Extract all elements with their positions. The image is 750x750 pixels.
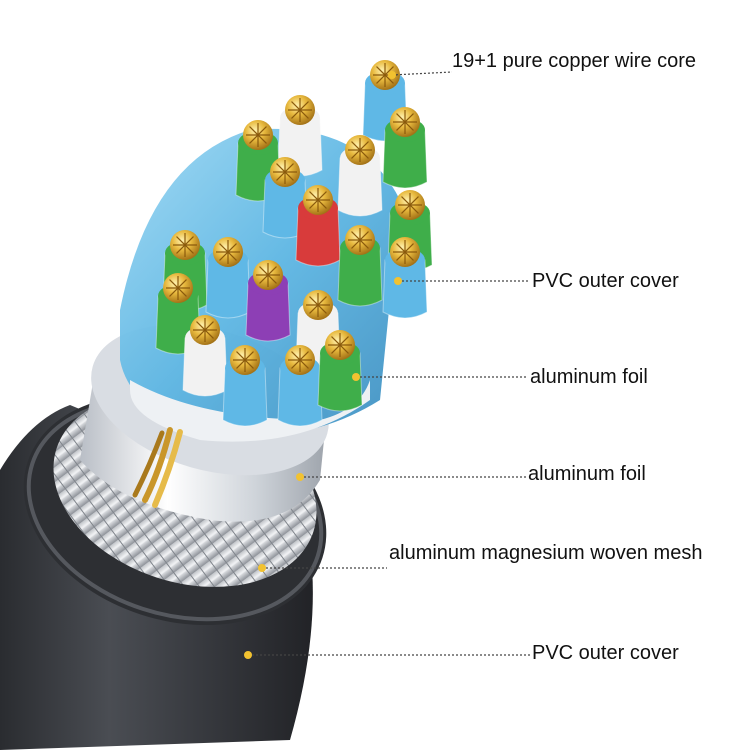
copper-strand-line (309, 296, 327, 314)
leader-dot (388, 71, 396, 79)
leader-dot (394, 277, 402, 285)
leader-dot (296, 473, 304, 481)
copper-strand-line (236, 351, 254, 369)
wire-core (155, 273, 201, 355)
wire-core (222, 345, 268, 427)
wire-core-insulation (222, 367, 268, 427)
label-inner-pvc-cover: PVC outer cover (532, 270, 679, 292)
copper-strand-line (396, 113, 414, 131)
copper-strand-line (309, 191, 327, 209)
leader-line (391, 71, 453, 76)
wire-core (262, 157, 308, 239)
wire-core-insulation (245, 282, 291, 342)
copper-strand-line (259, 266, 277, 284)
wire-core (277, 345, 323, 427)
leader-dot (352, 373, 360, 381)
label-woven-mesh: aluminum magnesium woven mesh (389, 542, 703, 564)
wire-core (337, 225, 383, 307)
label-outer-pvc-cover: PVC outer cover (532, 642, 679, 664)
copper-strand-line (351, 141, 369, 159)
leader-dot (244, 651, 252, 659)
copper-strand-line (196, 321, 214, 339)
wire-core (337, 135, 383, 217)
wire-core-insulation (382, 259, 428, 319)
label-copper-core: 19+1 pure copper wire core (452, 50, 697, 72)
wire-core (182, 315, 228, 397)
wire-core (245, 260, 291, 342)
wire-core (317, 330, 363, 412)
label-inner-aluminum-foil: aluminum foil (530, 366, 648, 388)
copper-strand-line (219, 243, 237, 261)
copper-strand-line (176, 236, 194, 254)
copper-strand-line (396, 243, 414, 261)
label-outer-aluminum-foil: aluminum foil (528, 463, 646, 485)
wire-core (382, 237, 428, 319)
copper-strand-line (291, 101, 309, 119)
copper-strand-line (291, 351, 309, 369)
copper-strand-line (276, 163, 294, 181)
copper-strand-line (331, 336, 349, 354)
leader-dot (258, 564, 266, 572)
wire-core (382, 107, 428, 189)
wire-cores (155, 60, 433, 427)
wire-core-insulation (337, 247, 383, 307)
wire-core-insulation (277, 367, 323, 427)
copper-strand-line (351, 231, 369, 249)
wire-core-insulation (382, 129, 428, 189)
copper-strand-bundle (132, 427, 183, 508)
copper-strand-line (376, 66, 394, 84)
copper-strand-line (249, 126, 267, 144)
copper-strand-line (401, 196, 419, 214)
wire-core-insulation (337, 157, 383, 217)
wire-core-insulation (317, 352, 363, 412)
callout-leaders (244, 71, 530, 659)
copper-strand-line (169, 279, 187, 297)
